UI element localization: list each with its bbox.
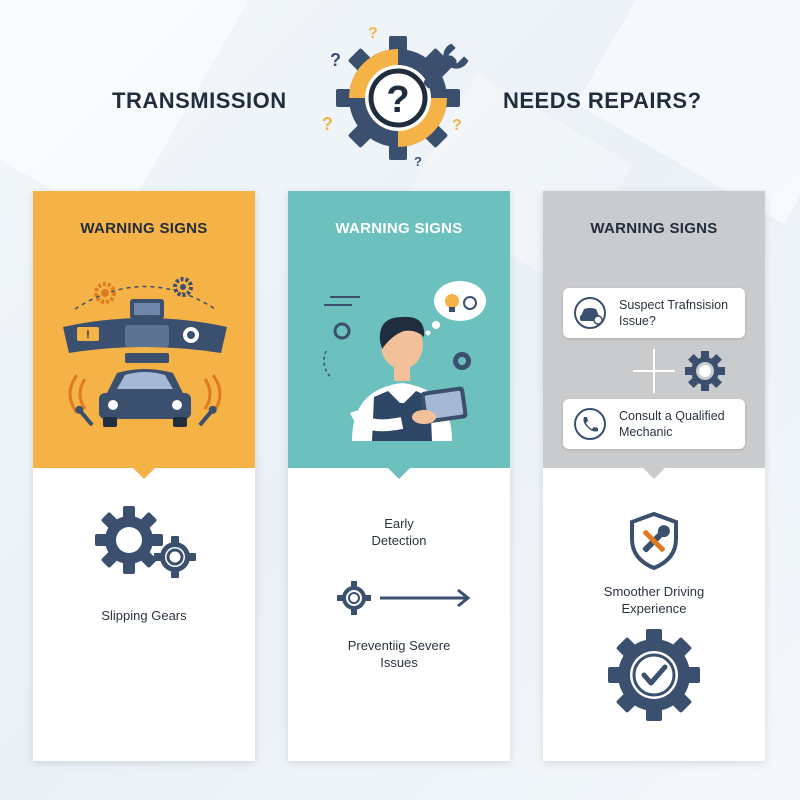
svg-text:?: ?	[368, 25, 378, 42]
gear-check-icon	[606, 627, 702, 728]
svg-text:?: ?	[322, 114, 333, 134]
page-title-right: NEEDS REPAIRS?	[503, 88, 702, 113]
gears-icon	[93, 503, 203, 588]
page-title-left: TRANSMISSION	[112, 88, 287, 113]
card-slipping-gears: WARNING SIGNS !	[33, 191, 255, 761]
phone-icon	[573, 407, 607, 441]
suspect-issue-card: Suspect Trafnsision Issue?	[563, 288, 745, 338]
svg-text:?: ?	[414, 154, 422, 169]
consult-mechanic-text: Consult a Qualified Mechanic	[619, 409, 725, 439]
card-label: Preventiig Severe Issues	[347, 638, 451, 670]
car-alert-icon	[573, 296, 607, 330]
crosshair-gear-icon	[629, 345, 729, 402]
svg-text:?: ?	[386, 79, 409, 121]
consult-mechanic-card: Consult a Qualified Mechanic	[563, 399, 745, 449]
gear-question-wrench-icon: ? ? ? ? ? ?	[318, 20, 478, 170]
card-early-detection: WARNING SIGNS	[288, 191, 510, 761]
gear-arrow-icon	[336, 579, 476, 624]
car-dashboard-icon: !	[55, 269, 235, 444]
card-heading: WARNING SIGNS	[335, 220, 463, 237]
card-pointer	[643, 468, 665, 479]
svg-text:!: !	[86, 329, 90, 341]
early-detection-label: Early Detection	[371, 516, 427, 548]
smoother-driving-label: Smoother Driving Experience	[603, 584, 705, 616]
svg-text:?: ?	[452, 117, 462, 134]
card-heading: WARNING SIGNS	[80, 220, 208, 237]
svg-text:?: ?	[330, 50, 341, 70]
card-pointer	[133, 468, 155, 479]
mechanic-tablet-icon	[312, 271, 492, 446]
suspect-issue-text: Suspect Trafnsision Issue?	[619, 298, 729, 328]
card-heading: WARNING SIGNS	[590, 220, 718, 237]
shield-wrench-icon	[627, 511, 681, 576]
card-label: Slipping Gears	[101, 608, 187, 623]
card-pointer	[388, 468, 410, 479]
card-consult-mechanic: WARNING SIGNS Suspect Trafnsision Issue?	[543, 191, 765, 761]
